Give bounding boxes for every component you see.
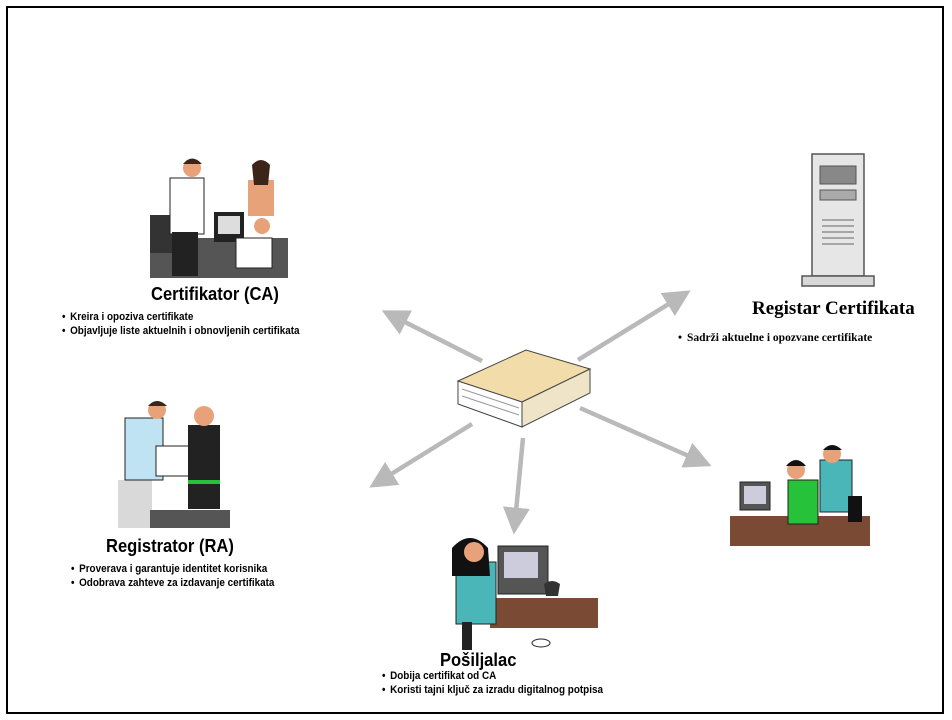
registry-description: Sadrži aktuelne i opozvane certifikate xyxy=(678,331,872,345)
list-item: Objavljuje liste aktuelnih i obnovljenih… xyxy=(62,324,300,338)
sender-description: Dobija certifikat od CA Koristi tajni kl… xyxy=(382,669,603,697)
sender-title: Pošiljalac xyxy=(440,650,517,670)
list-item: Odobrava zahteve za izdavanje certifikat… xyxy=(71,576,274,590)
ra-title: Registrator (RA) xyxy=(106,536,234,556)
list-item: Kreira i opoziva certifikate xyxy=(62,310,300,324)
arrow-to-users xyxy=(579,405,712,468)
ca-office-illustration xyxy=(150,158,288,278)
list-item: Sadrži aktuelne i opozvane certifikate xyxy=(678,331,872,345)
arrow-to-ca xyxy=(381,310,484,364)
server-icon xyxy=(801,153,875,287)
users-illustration xyxy=(730,445,870,546)
ra-description: Proverava i garantuje identitet korisnik… xyxy=(71,562,274,590)
sender-illustration xyxy=(452,538,598,650)
list-item: Proverava i garantuje identitet korisnik… xyxy=(71,562,274,576)
diagram-frame xyxy=(6,6,944,714)
arrow-to-ra xyxy=(369,422,474,488)
list-item: Dobija certifikat od CA xyxy=(382,669,603,683)
ca-title: Certifikator (CA) xyxy=(151,284,279,304)
registry-title: Registar Certifikata xyxy=(752,298,915,319)
directory-book-icon xyxy=(456,349,592,428)
ra-illustration xyxy=(118,401,230,528)
arrow-to-registry xyxy=(576,290,691,362)
list-item: Koristi tajni ključ za izradu digitalnog… xyxy=(382,683,603,697)
arrows xyxy=(369,290,712,535)
arrow-to-sender xyxy=(502,437,530,535)
ca-description: Kreira i opoziva certifikate Objavljuje … xyxy=(62,310,300,338)
